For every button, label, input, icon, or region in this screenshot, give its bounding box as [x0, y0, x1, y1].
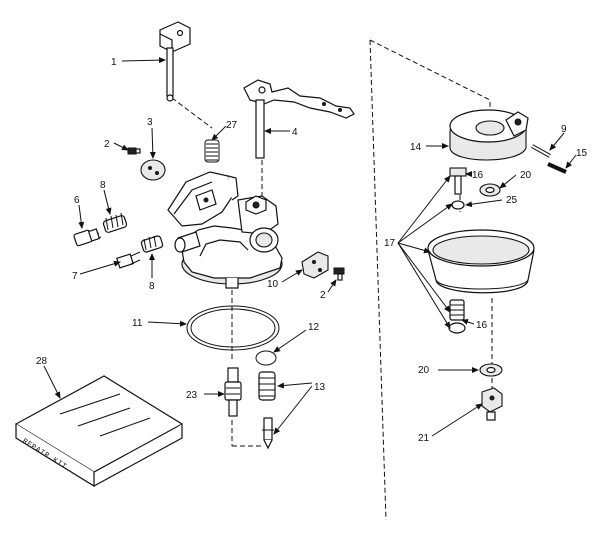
adjusting-needle-part — [116, 251, 141, 269]
label-part-14: 14 — [410, 142, 422, 153]
bowl-gasket-part — [186, 305, 280, 351]
label-part-4: 4 — [292, 127, 298, 138]
inlet-needle-part — [258, 371, 276, 450]
label-part-16-lower: 16 — [476, 320, 488, 331]
idle-spring-part — [204, 139, 220, 163]
label-part-20-lower: 20 — [418, 365, 430, 376]
screw-spring-upper-part — [102, 212, 128, 233]
label-part-11: 11 — [132, 318, 143, 329]
float-bowl-part — [427, 229, 535, 294]
throttle-shaft-part — [159, 21, 191, 102]
label-part-13: 13 — [314, 382, 326, 393]
label-part-2-upper: 2 — [104, 139, 110, 150]
label-part-3: 3 — [147, 117, 153, 128]
float-part — [449, 109, 529, 161]
label-part-15: 15 — [576, 148, 588, 159]
label-part-16-upper: 16 — [472, 170, 484, 181]
washer-lower-part — [479, 363, 503, 377]
label-part-2-lower: 2 — [320, 290, 326, 301]
label-part-27: 27 — [226, 120, 238, 131]
label-part-25: 25 — [506, 195, 518, 206]
mixture-screw-part — [73, 228, 102, 247]
carburetor-body-part — [167, 171, 283, 289]
repair-kit-part: REPAIR KIT — [14, 375, 184, 488]
label-part-9: 9 — [561, 124, 567, 135]
label-part-17: 17 — [384, 238, 396, 249]
label-part-1: 1 — [111, 57, 117, 68]
bowl-bolt-spring-part — [448, 299, 466, 334]
washer-upper-part — [479, 183, 501, 197]
choke-shaft-part — [243, 79, 355, 159]
leader-lines — [43, 57, 577, 437]
small-gasket-part — [451, 200, 465, 210]
o-ring-part — [255, 350, 277, 366]
label-part-7: 7 — [72, 271, 78, 282]
small-screw-upper-part — [127, 147, 141, 155]
part-number-labels: 1 2 3 27 4 6 8 7 8 10 2 11 12 23 13 28 1… — [36, 57, 588, 444]
float-pin-part — [531, 144, 551, 158]
screw-spring-lower-part — [140, 235, 164, 253]
label-part-8-lower: 8 — [149, 281, 155, 292]
label-part-8-upper: 8 — [100, 180, 106, 191]
label-part-20-upper: 20 — [520, 170, 532, 181]
label-part-12: 12 — [308, 322, 320, 333]
label-part-6: 6 — [74, 195, 80, 206]
throttle-plate-part — [140, 159, 166, 181]
choke-plate-part — [301, 251, 329, 279]
label-part-10: 10 — [267, 279, 279, 290]
bowl-bolt-upper-part — [449, 167, 467, 195]
drain-pin-part — [547, 162, 567, 174]
small-screw-lower-part — [333, 267, 345, 281]
bowl-nut-part — [481, 387, 503, 421]
valve-seat-part — [224, 367, 242, 417]
label-part-21: 21 — [418, 433, 430, 444]
label-part-28: 28 — [36, 356, 48, 367]
label-part-23: 23 — [186, 390, 198, 401]
